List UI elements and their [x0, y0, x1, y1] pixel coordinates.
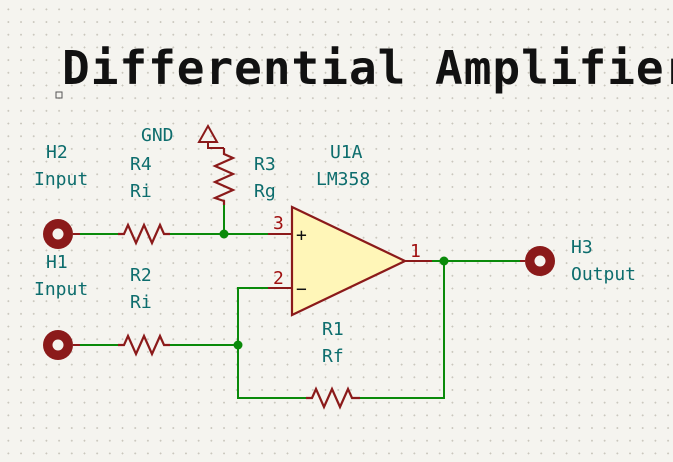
junctions	[219, 229, 449, 350]
h2-value: Input	[34, 169, 88, 190]
r3-ref: R3	[254, 154, 276, 175]
resistors	[118, 148, 360, 410]
gnd-symbol	[197, 123, 224, 149]
r2-ref: R2	[130, 265, 152, 286]
resistor-r4-symbol	[118, 222, 170, 246]
junction-dot	[233, 340, 243, 350]
connector-h2	[43, 219, 80, 249]
connector-hole	[534, 255, 546, 267]
pin-number-1: 1	[410, 241, 421, 262]
r1-ref: R1	[322, 319, 344, 340]
junction-dot	[439, 256, 449, 266]
r2-value: Ri	[130, 292, 152, 313]
h2-ref: H2	[46, 142, 68, 163]
h3-ref: H3	[571, 237, 593, 258]
inverting-sign: −	[296, 279, 307, 300]
r4-ref: R4	[130, 154, 152, 175]
pin-number-2: 2	[273, 268, 284, 289]
connector-h3	[520, 246, 555, 276]
connector-hole	[52, 228, 64, 240]
pin-number-3: 3	[273, 213, 284, 234]
wire-node-inv	[237, 287, 292, 345]
wire-node-rf	[237, 345, 306, 399]
h1-value: Input	[34, 279, 88, 300]
connector-hole	[52, 339, 64, 351]
h1-ref: H1	[46, 252, 68, 273]
gnd-wire	[207, 142, 224, 149]
noninverting-sign: +	[296, 225, 307, 246]
r1-value: Rf	[322, 346, 344, 367]
opamp-triangle	[290, 205, 408, 317]
u1a-value: LM358	[316, 169, 370, 190]
junction-dot	[219, 229, 229, 239]
resistor-r3-symbol	[211, 148, 236, 205]
resistor-r1-symbol	[306, 386, 360, 410]
r4-value: Ri	[130, 181, 152, 202]
resistor-r2-symbol	[118, 333, 170, 357]
diagram-title: Differential Amplifier	[62, 41, 673, 95]
connector-h1	[43, 330, 80, 360]
opamp-u1a	[268, 205, 432, 317]
gnd-label: GND	[141, 125, 174, 146]
u1a-ref: U1A	[330, 142, 363, 163]
title-anchor-marker	[55, 91, 63, 99]
wire-rf-output	[360, 261, 445, 399]
gnd-icon	[197, 123, 219, 143]
r3-value: Rg	[254, 181, 276, 202]
h3-value: Output	[571, 264, 636, 285]
